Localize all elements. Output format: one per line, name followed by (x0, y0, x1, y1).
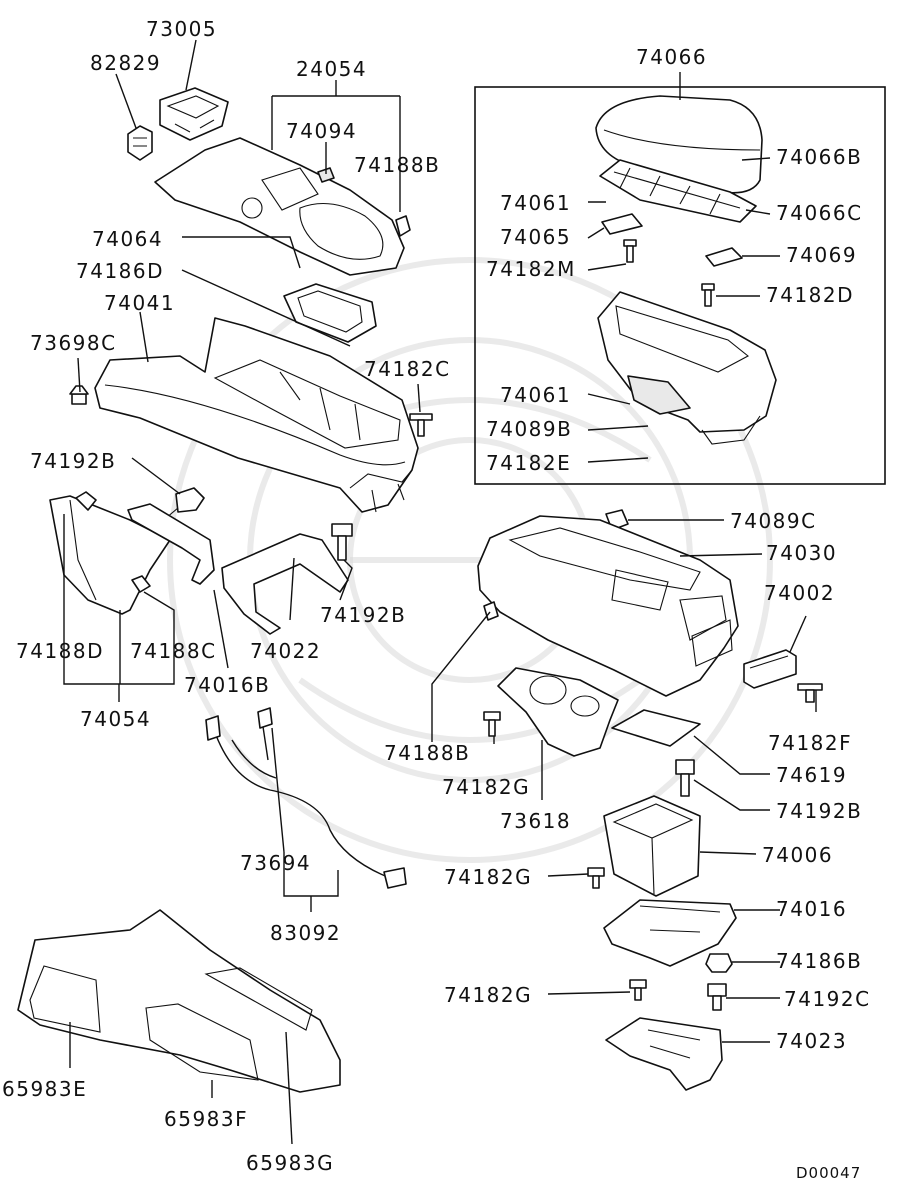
label-74192B-mid: 74192B (320, 603, 406, 627)
label-74182G-b: 74182G (444, 865, 532, 889)
label-74619: 74619 (776, 763, 847, 787)
part-74188C-clip (131, 575, 151, 593)
part-24054-console-panel (154, 137, 405, 276)
label-74182G-a: 74182G (442, 775, 530, 799)
label-74182D: 74182D (766, 283, 854, 307)
label-73005: 73005 (146, 17, 217, 41)
label-74182C: 74182C (364, 357, 451, 381)
label-73698C: 73698C (30, 331, 117, 355)
label-74064: 74064 (92, 227, 163, 251)
part-74182G-screw-b (587, 867, 605, 889)
label-74094: 74094 (286, 119, 357, 143)
label-74016B: 74016B (184, 673, 270, 697)
part-74041-console-body (94, 317, 419, 513)
part-74188B-clip (395, 215, 411, 237)
label-82829: 82829 (90, 51, 161, 75)
label-74182E: 74182E (486, 451, 571, 475)
part-74069-hinge (705, 247, 743, 267)
part-74182C-screw (409, 413, 433, 437)
label-74192B-right: 74192B (776, 799, 862, 823)
part-74192B-bolt-right (675, 759, 695, 797)
part-74065-latch (601, 213, 643, 235)
part-65983-lower-trim (17, 909, 341, 1093)
label-74065: 74065 (500, 225, 571, 249)
part-74022-bracket (221, 533, 349, 635)
part-74006-bin (603, 795, 701, 897)
label-74006: 74006 (762, 843, 833, 867)
part-74066C-inner-lid (599, 159, 757, 223)
part-74016B-bracket (127, 503, 215, 585)
label-74182M: 74182M (486, 257, 576, 281)
part-73698C-fastener (69, 385, 89, 405)
label-74069: 74069 (786, 243, 857, 267)
label-74066C: 74066C (776, 201, 863, 225)
part-armrest-base (597, 291, 777, 445)
part-74192C-bolt (707, 983, 727, 1011)
part-74182F-screw (797, 683, 823, 703)
part-74023-bracket (605, 1017, 723, 1091)
label-74188B: 74188B (354, 153, 440, 177)
part-74192B-bolt-upper (165, 487, 205, 519)
label-74188B-right: 74188B (384, 741, 470, 765)
label-74182F: 74182F (768, 731, 852, 755)
leader-lines (63, 39, 817, 1145)
part-73005-tray (159, 87, 229, 141)
part-74002-pocket (743, 649, 797, 689)
label-83092: 83092 (270, 921, 341, 945)
label-74041: 74041 (104, 291, 175, 315)
part-74182G-screw-c (629, 979, 647, 1001)
label-74182G-c: 74182G (444, 983, 532, 1007)
label-74186B: 74186B (776, 949, 862, 973)
label-74061-bottom: 74061 (500, 383, 571, 407)
label-74030: 74030 (766, 541, 837, 565)
part-74186B-nut (705, 953, 733, 973)
part-74030-console (477, 515, 739, 697)
label-65983E: 65983E (2, 1077, 87, 1101)
label-74192C: 74192C (784, 987, 871, 1011)
part-74182D-screw (701, 283, 715, 307)
part-74186D-bezel (283, 283, 377, 343)
label-74066B: 74066B (776, 145, 862, 169)
part-74192B-bolt-middle (331, 523, 353, 561)
label-74061-top: 74061 (500, 191, 571, 215)
part-82829-switch (127, 125, 153, 161)
label-65983F: 65983F (164, 1107, 248, 1131)
label-74188D: 74188D (16, 639, 104, 663)
label-74022: 74022 (250, 639, 321, 663)
diagram-code: D00047 (796, 1164, 861, 1182)
label-74089C: 74089C (730, 509, 817, 533)
part-74016-bracket (603, 899, 737, 967)
label-65983G: 65983G (246, 1151, 334, 1175)
label-74188C: 74188C (130, 639, 217, 663)
part-74188D-clip (75, 491, 97, 511)
label-74016: 74016 (776, 897, 847, 921)
label-74089B: 74089B (486, 417, 572, 441)
label-74186D: 74186D (76, 259, 164, 283)
part-74182M-screw (623, 239, 637, 263)
label-24054: 24054 (296, 57, 367, 81)
part-73618-cup-holder (497, 667, 619, 757)
label-74054: 74054 (80, 707, 151, 731)
part-labels: 73005 82829 24054 74094 74188B 74064 741… (2, 17, 871, 1182)
part-74619-mat (611, 709, 701, 747)
label-74002: 74002 (764, 581, 835, 605)
label-73694: 73694 (240, 851, 311, 875)
label-74192B-top: 74192B (30, 449, 116, 473)
label-74066: 74066 (636, 45, 707, 69)
part-74182G-screw-a (483, 711, 501, 737)
part-73694-harness (205, 707, 407, 889)
label-73618: 73618 (500, 809, 571, 833)
label-74023: 74023 (776, 1029, 847, 1053)
